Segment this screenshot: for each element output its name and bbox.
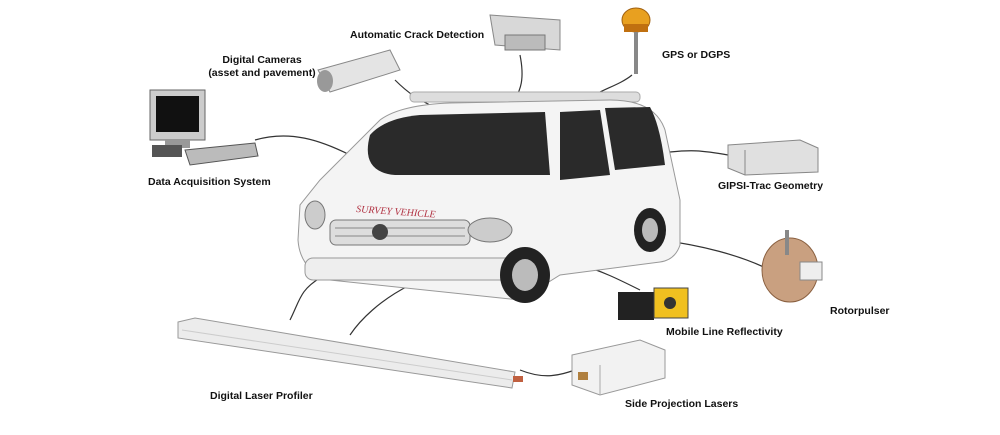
label-side-lasers: Side Projection Lasers bbox=[625, 398, 738, 410]
label-cameras: Digital Cameras bbox=[222, 54, 302, 66]
connection-wires bbox=[254, 54, 771, 377]
label-daq: Data Acquisition System bbox=[148, 176, 271, 188]
label-gipsi: GIPSI-Trac Geometry bbox=[718, 180, 823, 192]
label-crack-detection: Automatic Crack Detection bbox=[350, 29, 484, 41]
gps-antenna bbox=[621, 7, 651, 74]
label-rotorpulser: Rotorpulser bbox=[830, 305, 890, 317]
gipsi-trac-unit bbox=[727, 139, 819, 176]
crack-detection-unit bbox=[489, 14, 561, 51]
digital-camera bbox=[317, 49, 401, 93]
computer-workstation bbox=[149, 89, 259, 166]
survey-van: SURVEY VEHICLE bbox=[297, 91, 681, 303]
laser-profiler-bar bbox=[177, 317, 523, 389]
label-laser-profiler: Digital Laser Profiler bbox=[210, 390, 313, 402]
side-projection-laser-box bbox=[571, 339, 666, 396]
label-cameras-sub: (asset and pavement) bbox=[208, 67, 315, 79]
label-reflectivity: Mobile Line Reflectivity bbox=[666, 326, 783, 338]
reflectivity-device bbox=[618, 287, 689, 320]
label-gps: GPS or DGPS bbox=[662, 49, 730, 61]
rotorpulser-device bbox=[761, 230, 823, 303]
